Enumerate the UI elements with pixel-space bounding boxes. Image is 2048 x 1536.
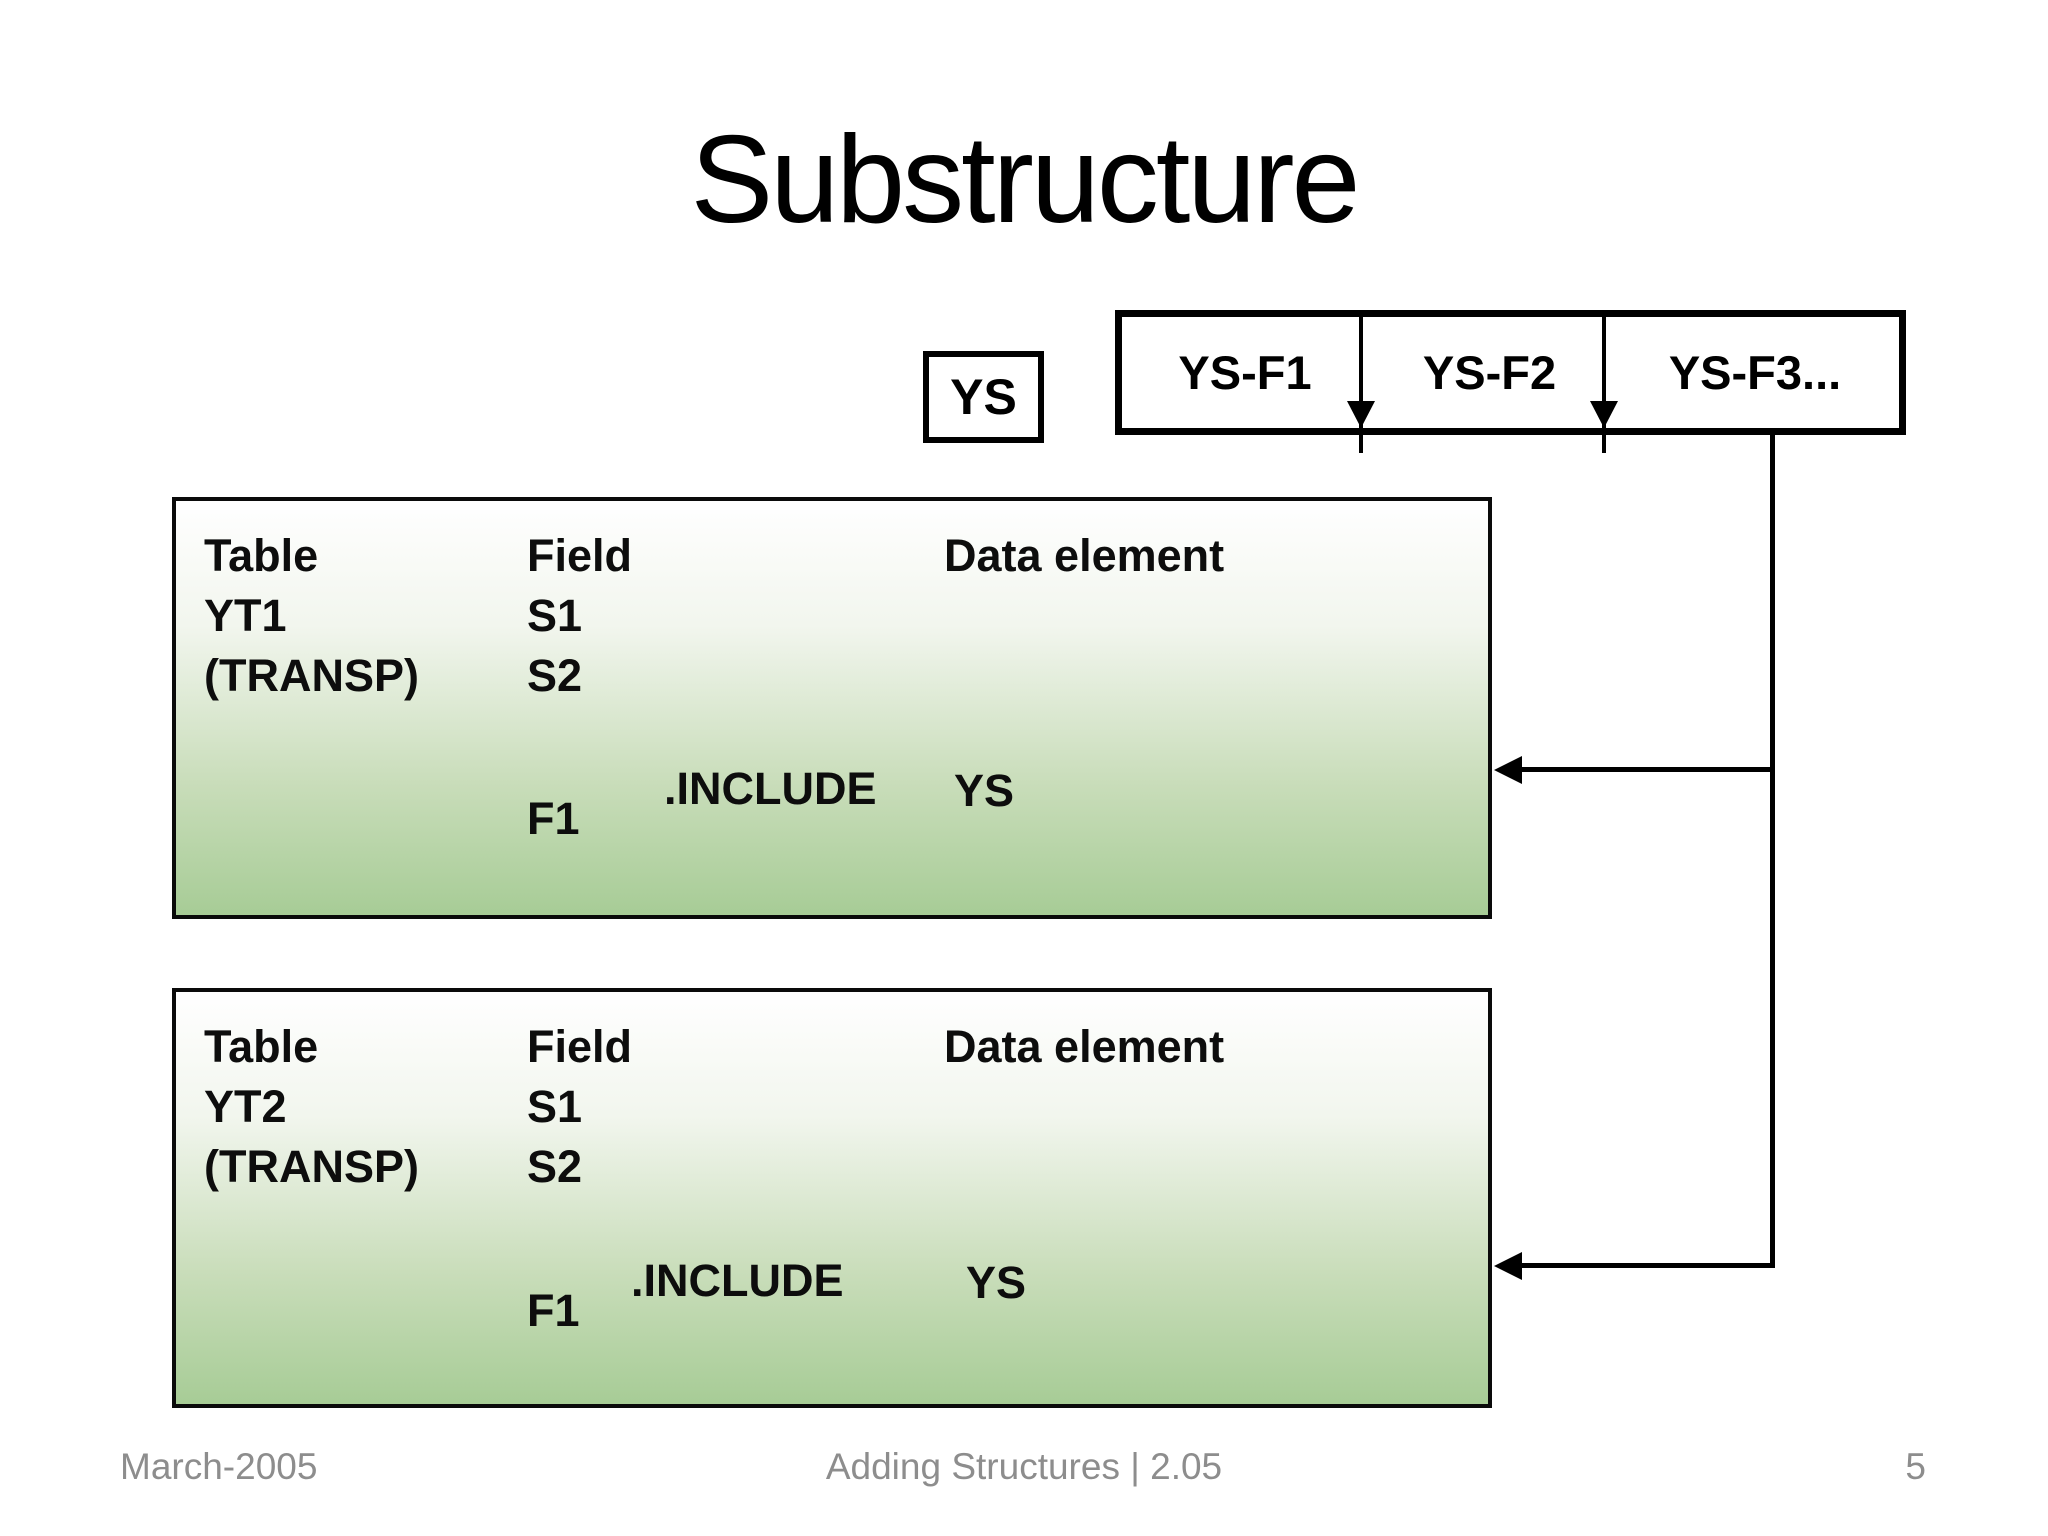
struct-field-s2: S2	[527, 1141, 583, 1192]
footer-date: March-2005	[120, 1446, 318, 1487]
column-header-data-element: Data element	[944, 530, 1225, 581]
table-name: YT2	[204, 1081, 287, 1132]
field-cell-ys-f2: YS-F2	[1422, 346, 1557, 399]
arrow-down-icon	[1347, 401, 1375, 428]
footer-page-number: 5	[1905, 1446, 1926, 1487]
fields-strip: YS-F1 YS-F2 YS-F3...	[1115, 310, 1906, 435]
table-name: YT1	[204, 590, 287, 641]
struct-field-s1: S1	[527, 590, 583, 641]
divider-arrow-line-1	[1359, 317, 1363, 429]
include-target: YS	[966, 1257, 1027, 1308]
arrow-left-icon	[1494, 1252, 1522, 1280]
divider-arrow-tail-2	[1602, 428, 1606, 453]
column-header-field: Field	[527, 1021, 633, 1072]
include-field: F1	[527, 1285, 580, 1336]
include-keyword: .INCLUDE	[664, 763, 877, 814]
include-target: YS	[954, 765, 1015, 816]
field-cell-ys-f1: YS-F1	[1178, 346, 1312, 399]
divider-arrow-tail-1	[1359, 428, 1363, 453]
table-box-yt2: Table Field Data element YT2 S1 (TRANSP)…	[172, 988, 1492, 1408]
connector-vertical-line	[1770, 430, 1775, 1268]
arrow-left-icon	[1494, 756, 1522, 784]
column-header-field: Field	[527, 530, 633, 581]
include-keyword: .INCLUDE	[631, 1255, 844, 1306]
footer-title: Adding Structures | 2.05	[825, 1446, 1223, 1487]
column-header-table: Table	[204, 1021, 319, 1072]
table-box-yt1: Table Field Data element YT1 S1 (TRANSP)…	[172, 497, 1492, 919]
table-type: (TRANSP)	[204, 650, 419, 701]
structure-box: YS	[923, 351, 1044, 443]
arrow-down-icon	[1590, 401, 1618, 428]
column-header-table: Table	[204, 530, 319, 581]
slide-title: Substructure	[690, 111, 1360, 249]
struct-field-s2: S2	[527, 650, 583, 701]
field-cell-ys-f3: YS-F3...	[1668, 346, 1842, 399]
table-type: (TRANSP)	[204, 1141, 419, 1192]
column-header-data-element: Data element	[944, 1021, 1225, 1072]
struct-field-s1: S1	[527, 1081, 583, 1132]
include-field: F1	[527, 793, 580, 844]
divider-arrow-line-2	[1602, 317, 1606, 429]
connector-horizontal-line-2	[1516, 1263, 1775, 1268]
structure-box-label: YS	[950, 369, 1017, 425]
connector-horizontal-line-1	[1516, 767, 1775, 772]
